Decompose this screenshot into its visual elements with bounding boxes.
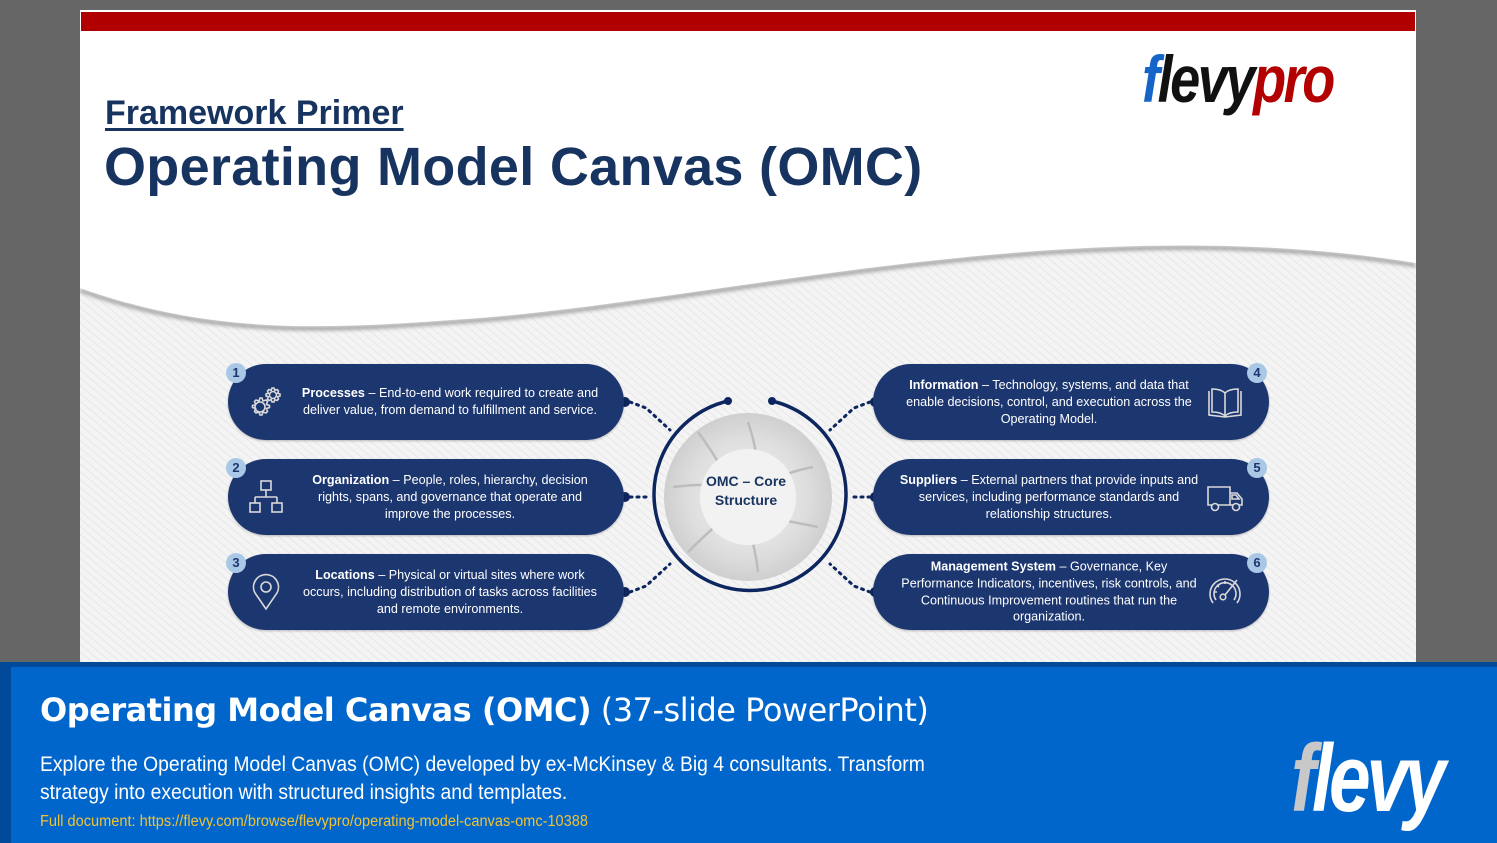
card-text: Processes – End-to-end work required to … (296, 385, 604, 419)
card-title: Processes (301, 386, 365, 401)
card-title: Management System (930, 559, 1056, 574)
flevypro-logo: flevypro (1142, 46, 1335, 112)
card-description: – People, roles, hierarchy, decision rig… (318, 472, 588, 521)
card-title: Information (909, 377, 979, 392)
banner-title: Operating Model Canvas (OMC) (37-slide P… (40, 691, 929, 729)
logo-part-levy: levy (1157, 42, 1256, 116)
card-description: – Governance, Key Performance Indicators… (901, 559, 1197, 624)
number-badge: 2 (226, 458, 246, 478)
flevy-logo: flevy (1291, 731, 1446, 827)
card-title: Organization (312, 472, 390, 487)
truck-icon (1207, 486, 1243, 512)
logo-part-f: f (1142, 42, 1160, 116)
logo-part-levy: levy (1312, 725, 1446, 832)
card-title: Suppliers (899, 472, 958, 487)
card-description: – End-to-end work required to create and… (303, 386, 599, 417)
speedometer-icon (1209, 578, 1241, 604)
card-text: Information – Technology, systems, and d… (899, 377, 1199, 427)
banner-title-subtitle: (37-slide PowerPoint) (591, 691, 929, 729)
card-text: Management System – Governance, Key Perf… (899, 558, 1199, 625)
core-label: OMC – Core Structure (664, 472, 828, 510)
full-document-link[interactable]: Full document: https://flevy.com/browse/… (40, 813, 588, 830)
org-chart-icon (249, 480, 283, 513)
card-information: 4 Information – Technology, systems, and… (873, 363, 1269, 440)
number-badge: 6 (1247, 553, 1267, 573)
logo-part-f: f (1291, 725, 1316, 832)
number-badge: 1 (226, 363, 246, 383)
banner-title-main: Operating Model Canvas (OMC) (40, 691, 592, 729)
slide-top-bar (81, 12, 1415, 31)
number-badge: 3 (226, 553, 246, 573)
card-title: Locations (315, 567, 375, 582)
gears-icon (251, 387, 281, 416)
banner-description: Explore the Operating Model Canvas (OMC)… (40, 753, 925, 804)
card-description: – Physical or virtual sites where work o… (303, 567, 597, 616)
card-locations: 3 Locations – Physical or virtual sites … (226, 553, 624, 630)
card-processes: 1 Processes – End-to-end work required t… (226, 363, 624, 440)
card-text: Organization – People, roles, hierarchy,… (296, 472, 604, 522)
card-organization: 2 Organization – People, roles, hierarch… (226, 458, 624, 535)
card-description: – Technology, systems, and data that ena… (906, 377, 1192, 426)
slide-title: Operating Model Canvas (OMC) (104, 137, 923, 197)
core-label-line2: Structure (714, 492, 778, 508)
core-image (664, 413, 832, 581)
card-management-system: 6 Management System – Governance, Key Pe… (873, 553, 1269, 630)
number-badge: 4 (1247, 363, 1267, 383)
card-text: Locations – Physical or virtual sites wh… (296, 567, 604, 617)
logo-part-pro: pro (1253, 42, 1335, 116)
promo-banner: Operating Model Canvas (OMC) (37-slide P… (0, 662, 1497, 843)
core-label-line1: OMC – Core (705, 473, 787, 489)
card-text: Suppliers – External partners that provi… (899, 472, 1199, 522)
card-description: – External partners that provide inputs … (918, 472, 1199, 521)
open-book-icon (1208, 388, 1242, 418)
number-badge: 5 (1247, 458, 1267, 478)
slide-kicker: Framework Primer (105, 94, 404, 132)
slide: Framework Primer Operating Model Canvas … (80, 10, 1416, 662)
card-suppliers: 5 Suppliers – External partners that pro… (873, 458, 1269, 535)
location-pin-icon (252, 573, 280, 611)
